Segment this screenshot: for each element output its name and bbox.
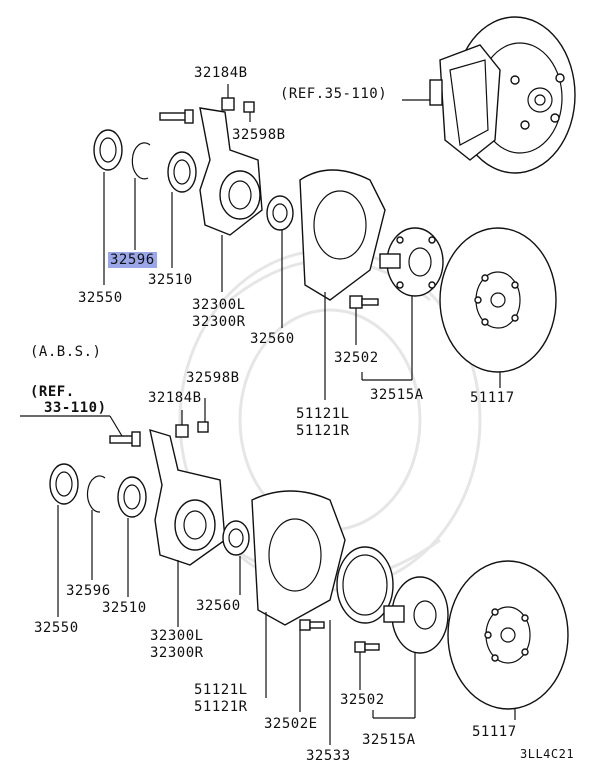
label-32502-bottom: 32502: [340, 692, 385, 708]
label-32598b-bottom: 32598B: [186, 370, 240, 386]
label-51117-bottom: 51117: [472, 724, 517, 740]
label-32502e-bottom: 32502E: [264, 716, 318, 732]
label-32510-top: 32510: [148, 272, 193, 288]
highlight-32596: 32596: [108, 252, 157, 268]
label-32300l-top: 32300L: [192, 297, 246, 313]
oil-seal-top: [93, 129, 123, 171]
snap-ring-bottom: [86, 475, 106, 513]
rotor-top: [439, 227, 557, 373]
label-32184b-bottom: 32184B: [148, 390, 202, 406]
ref-label-abs-line1: (REF.: [30, 384, 75, 400]
label-32515a-top: 32515A: [370, 387, 424, 403]
label-32515a-bottom: 32515A: [362, 732, 416, 748]
label-32596-top-highlighted: 32596: [108, 252, 157, 268]
label-32300r-top: 32300R: [192, 314, 246, 330]
snap-ring-top: [131, 142, 151, 180]
label-32184b-top: 32184B: [194, 65, 248, 81]
knuckle-bottom: [149, 428, 226, 566]
label-32300l-bottom: 32300L: [150, 628, 204, 644]
label-32502-top: 32502: [334, 350, 379, 366]
label-51121r-bottom: 51121R: [194, 699, 248, 715]
abs-label: (A.B.S.): [30, 344, 102, 360]
label-32560-top: 32560: [250, 331, 295, 347]
diagram-code: 3LL4C21: [520, 747, 575, 761]
seal-32560-top: [266, 195, 294, 231]
label-32596-bottom: 32596: [66, 583, 111, 599]
ref-label-abs-line2: 33-110): [44, 400, 107, 416]
hub-bottom: [383, 576, 449, 654]
bearing-bottom: [117, 476, 147, 518]
label-51121r-top: 51121R: [296, 423, 350, 439]
label-32550-top: 32550: [78, 290, 123, 306]
seal-32560-bottom: [222, 520, 250, 556]
rotor-bottom: [447, 560, 569, 710]
bolt-nut-top: [159, 97, 255, 124]
caliper-assembly-top: [429, 16, 576, 174]
abs-rotor-32533: [336, 546, 394, 624]
label-32550-bottom: 32550: [34, 620, 79, 636]
hub-top: [379, 227, 444, 297]
label-32560-bottom: 32560: [196, 598, 241, 614]
label-32598b-top: 32598B: [232, 127, 286, 143]
label-51121l-bottom: 51121L: [194, 682, 248, 698]
ref-label-top: (REF.35-110): [280, 86, 388, 102]
label-51121l-top: 51121L: [296, 406, 350, 422]
hub-bolt-bottom: [299, 619, 380, 653]
label-51117-top: 51117: [470, 390, 515, 406]
hub-bolt-top: [349, 295, 379, 309]
dust-cover-top: [299, 169, 386, 301]
dust-cover-bottom: [251, 490, 346, 626]
label-32510-bottom: 32510: [102, 600, 147, 616]
bearing-top: [167, 151, 197, 193]
label-32533-bottom: 32533: [306, 748, 351, 764]
label-32300r-bottom: 32300R: [150, 645, 204, 661]
knuckle-top: [199, 107, 263, 236]
oil-seal-bottom: [49, 463, 79, 505]
